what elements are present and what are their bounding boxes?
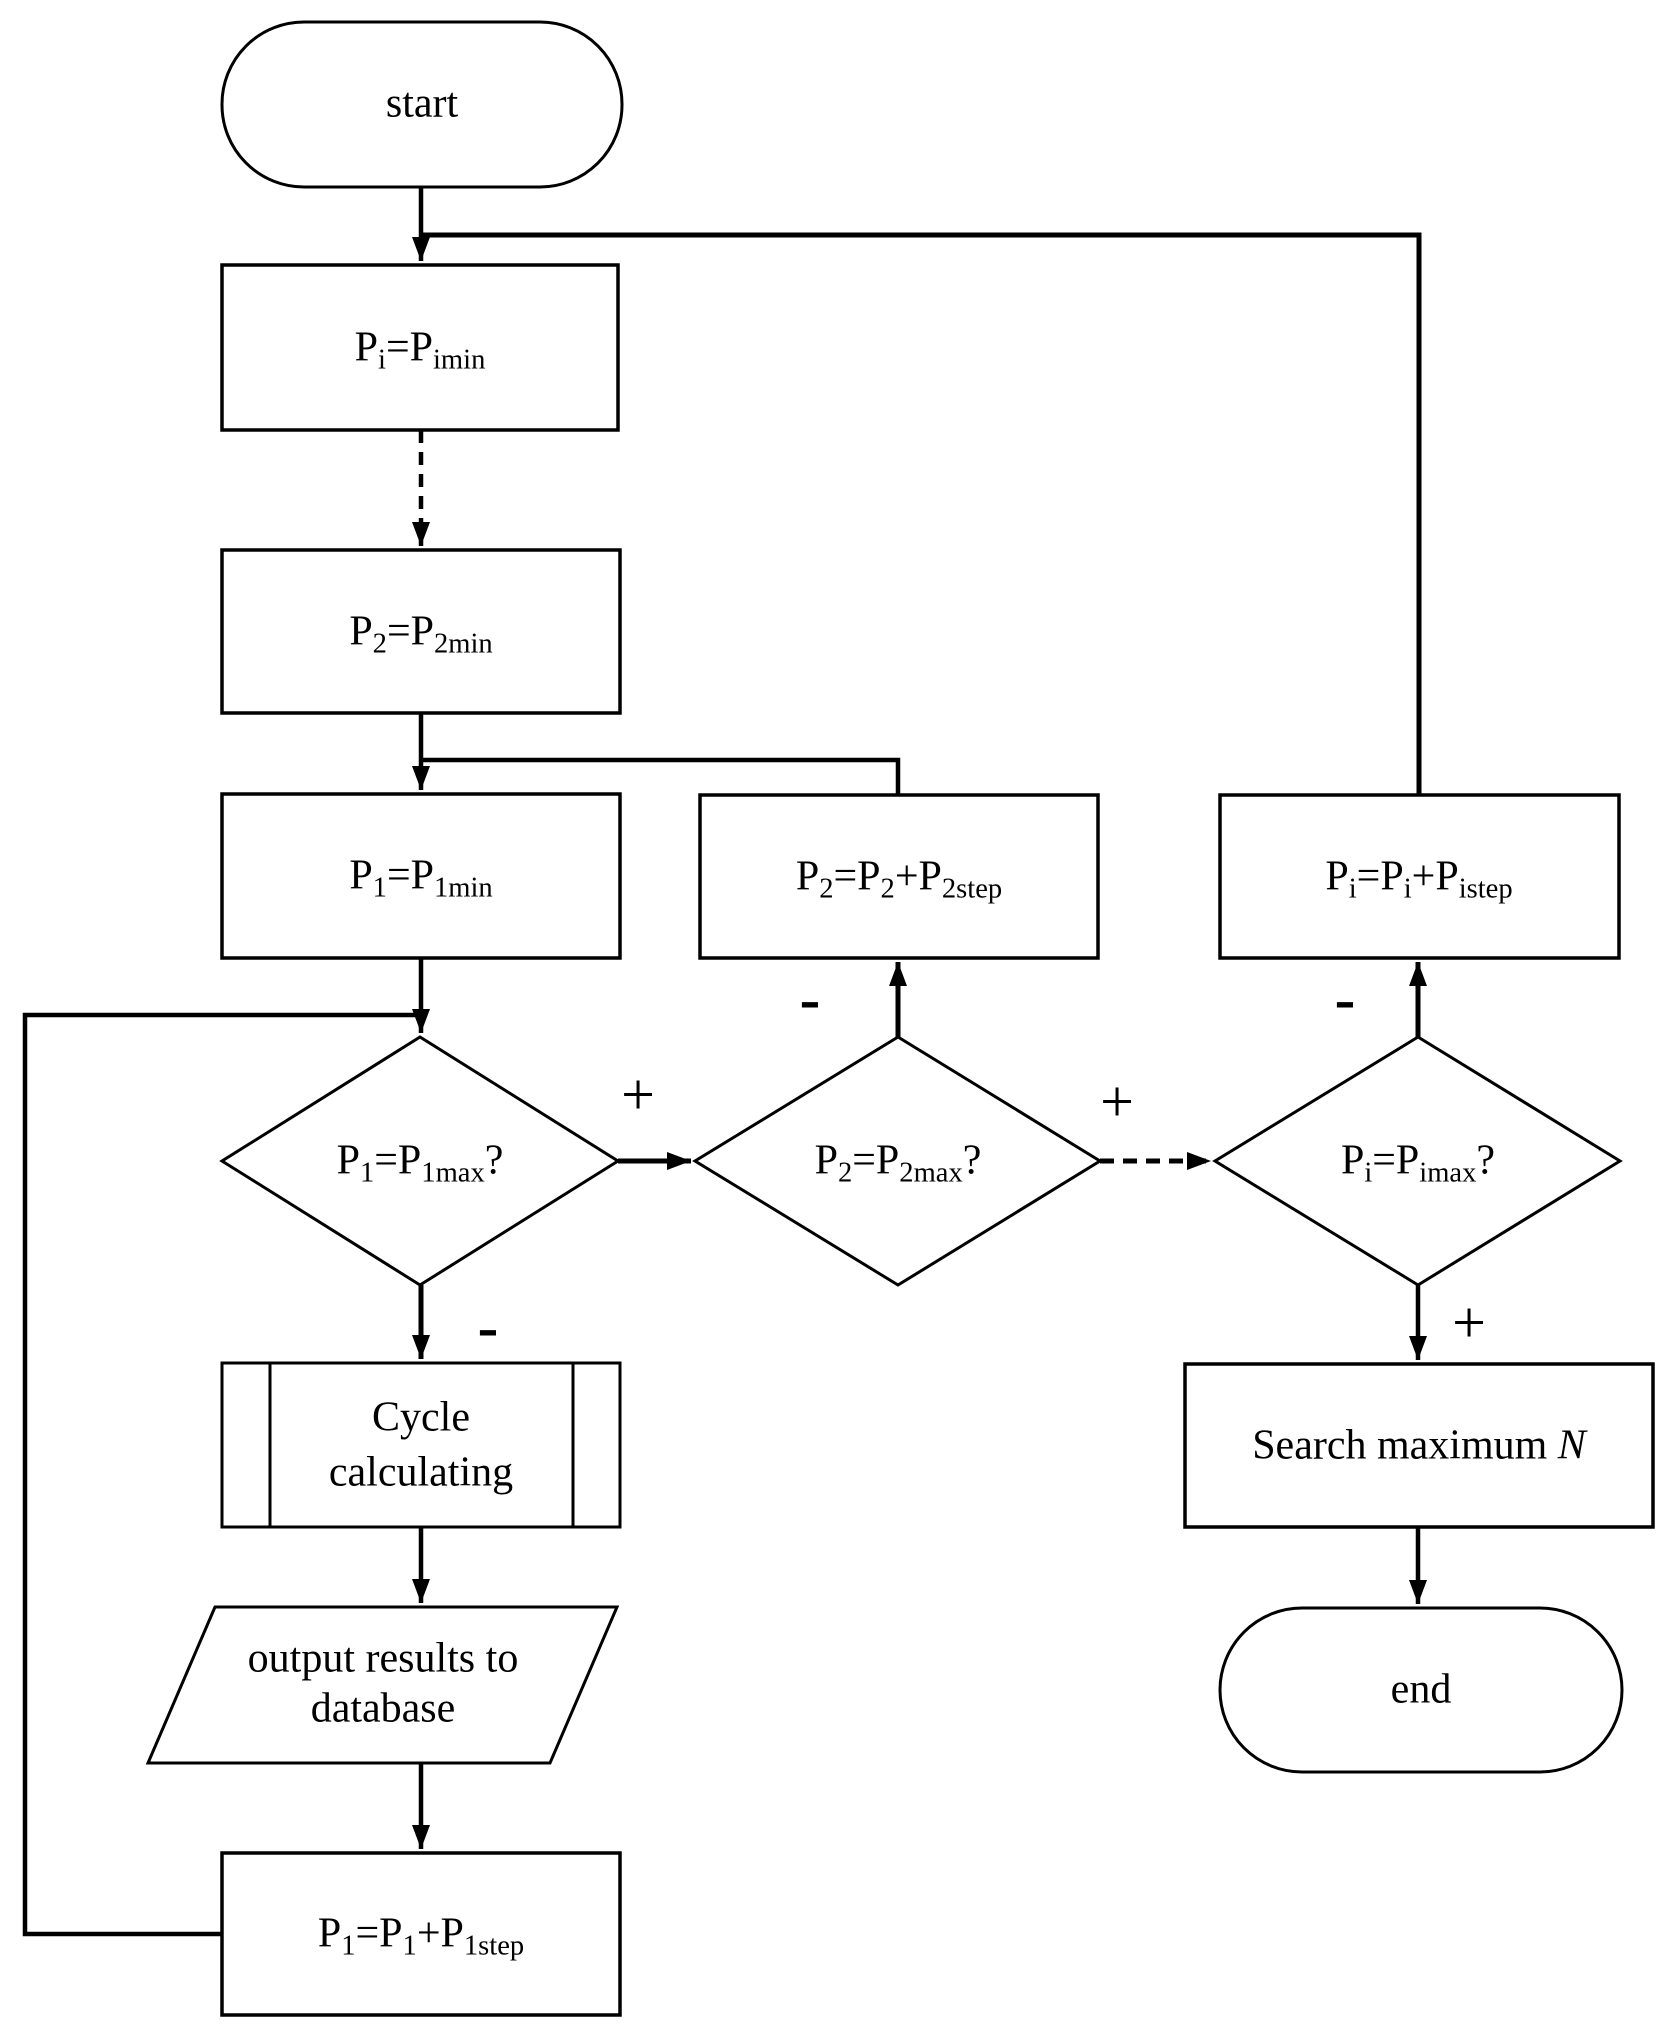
step-p1-process-shape	[220, 1851, 622, 2017]
init-p2-process-shape	[220, 548, 622, 715]
check-p2-yes-branch-label: +	[1100, 1068, 1134, 1135]
step-p1-label: P1=P1+P1step	[317, 1910, 525, 1962]
step-p2-process-shape	[698, 793, 1100, 960]
check-pi-yes-branch-label: +	[1452, 1289, 1486, 1356]
edge-step-pi-return-loop	[423, 232, 1422, 795]
start-label: start	[385, 80, 459, 127]
check-pi-decision-shape	[1212, 1035, 1623, 1287]
init-p1-label: P1=P1min	[349, 852, 493, 904]
step-pi-process-shape	[1218, 793, 1621, 960]
init-pi-process-shape	[220, 263, 620, 432]
check-p2-no-branch-label: -	[799, 965, 821, 1034]
search-label: Search maximum N	[1252, 1422, 1586, 1469]
check-p2-decision-shape	[692, 1035, 1103, 1287]
check-pi-label: Pi=Pimax?	[1340, 1137, 1496, 1189]
check-p1-no-branch-label: -	[477, 1293, 499, 1362]
init-p1-process-shape	[220, 792, 622, 960]
check-p1-label: P1=P1max?	[336, 1137, 504, 1189]
step-p2-label: P2=P2+P2step	[795, 853, 1003, 905]
cycle-label: Cycle calculating	[328, 1394, 514, 1495]
check-p2-label: P2=P2max?	[814, 1137, 982, 1189]
end-label: end	[1390, 1666, 1452, 1713]
edge-step-p2-return-loop	[423, 757, 901, 795]
init-p2-label: P2=P2min	[349, 608, 493, 660]
check-p1-decision-shape	[219, 1035, 621, 1287]
check-pi-no-branch-label: -	[1334, 965, 1356, 1034]
output-data-io-shape	[145, 1605, 620, 1765]
check-p1-yes-branch-label: +	[621, 1061, 655, 1128]
init-pi-label: Pi=Pimin	[354, 324, 486, 376]
cycle-predefined-process-shape	[220, 1361, 622, 1529]
output-label: output results to database	[247, 1635, 519, 1732]
end-terminator-shape	[1218, 1606, 1624, 1774]
edge-step-p1-return-loop	[22, 1012, 419, 1937]
start-terminator-shape	[220, 20, 624, 189]
search-process-shape	[1183, 1362, 1655, 1529]
step-pi-label: Pi=Pi+Pistep	[1325, 853, 1513, 905]
